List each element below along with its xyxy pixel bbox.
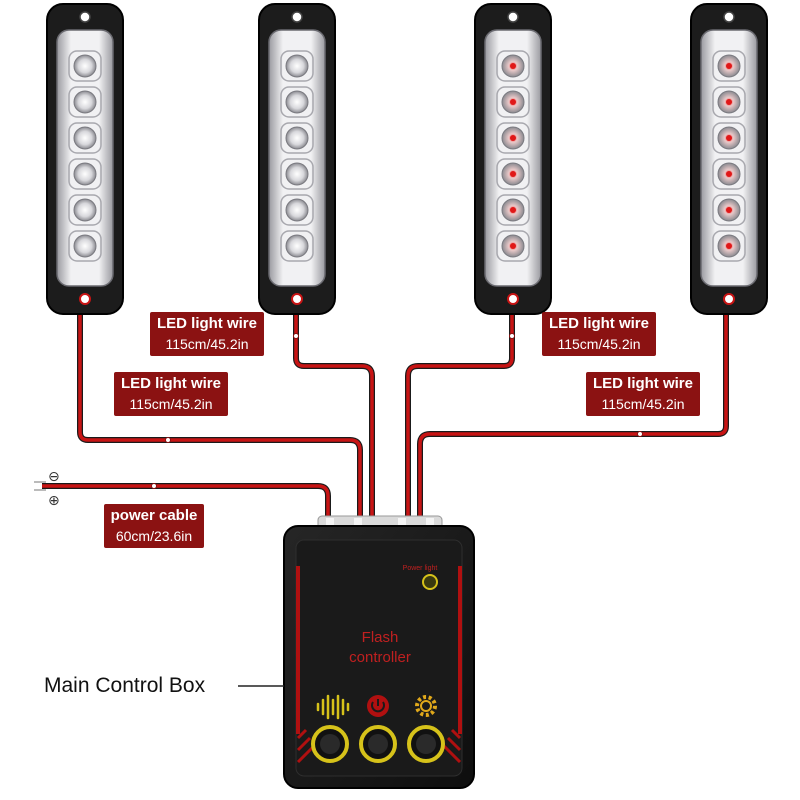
mounting-hole-icon — [507, 11, 519, 23]
controller-title-line1: Flash — [362, 629, 399, 646]
led-chip — [712, 50, 746, 82]
controller-title-line2: controller — [349, 649, 411, 666]
led-wire-label-4-length: 115cm/45.2in — [601, 396, 685, 412]
control-box: Power light Flash controller — [283, 515, 475, 789]
mode-button-left[interactable] — [311, 725, 349, 763]
led-chip — [496, 50, 530, 82]
power-cable-wire — [34, 481, 331, 522]
led-wire-label-4: LED light wire 115cm/45.2in — [586, 372, 700, 416]
led-wire-label-4-title: LED light wire — [592, 375, 693, 392]
led-chip — [712, 230, 746, 262]
mode-button-right[interactable] — [407, 725, 445, 763]
led-chip — [496, 194, 530, 226]
led-light-bar-4 — [690, 3, 768, 315]
led-chip — [68, 158, 102, 190]
led-chip — [280, 194, 314, 226]
led-chip — [280, 122, 314, 154]
led-chip — [280, 50, 314, 82]
led-chip — [280, 158, 314, 190]
negative-terminal-symbol: ⊖ — [48, 469, 60, 485]
power-button[interactable] — [359, 725, 397, 763]
power-cable-label-title: power cable — [110, 507, 198, 524]
led-chip — [496, 122, 530, 154]
led-light-bar-2 — [258, 3, 336, 315]
led-wire-label-2: LED light wire 115cm/45.2in — [150, 312, 264, 356]
mounting-hole-icon — [291, 11, 303, 23]
gear-icon — [415, 695, 437, 717]
mounting-hole-icon — [507, 293, 519, 305]
led-chip — [280, 86, 314, 118]
sound-wave-icon — [316, 694, 350, 720]
led-wire-label-1-length: 115cm/45.2in — [129, 396, 213, 412]
led-wire-2 — [293, 305, 375, 520]
led-chip — [68, 122, 102, 154]
led-wire-4 — [417, 305, 729, 520]
led-chip — [496, 86, 530, 118]
led-wire-label-3-title: LED light wire — [548, 315, 649, 332]
led-wire-label-2-title: LED light wire — [156, 315, 257, 332]
led-light-bar-1 — [46, 3, 124, 315]
led-wire-label-2-length: 115cm/45.2in — [165, 336, 249, 352]
led-chip — [712, 194, 746, 226]
led-chip — [68, 50, 102, 82]
power-cable-label-length: 60cm/23.6in — [115, 528, 193, 544]
power-icon — [367, 695, 389, 717]
power-light-label: Power light — [403, 565, 438, 572]
led-chip — [68, 194, 102, 226]
led-chip — [712, 122, 746, 154]
led-chip — [712, 86, 746, 118]
mounting-hole-icon — [723, 11, 735, 23]
led-wire-label-3-length: 115cm/45.2in — [557, 336, 641, 352]
positive-terminal-symbol: ⊕ — [48, 493, 60, 509]
led-chip — [496, 158, 530, 190]
main-control-box-label: Main Control Box — [44, 674, 206, 697]
led-wire-label-3: LED light wire 115cm/45.2in — [542, 312, 656, 356]
led-wire-label-1-title: LED light wire — [120, 375, 221, 392]
led-chip — [68, 86, 102, 118]
led-wire-1 — [77, 305, 363, 520]
led-light-bar-3 — [474, 3, 552, 315]
led-wire-3 — [405, 305, 515, 520]
power-light-indicator — [422, 574, 438, 590]
mounting-hole-icon — [291, 293, 303, 305]
power-cable-label: power cable 60cm/23.6in — [104, 504, 204, 548]
wires — [34, 305, 729, 522]
led-chip — [68, 230, 102, 262]
led-chip — [712, 158, 746, 190]
led-chip — [280, 230, 314, 262]
mounting-hole-icon — [79, 293, 91, 305]
led-chip — [496, 230, 530, 262]
mounting-hole-icon — [79, 11, 91, 23]
mounting-hole-icon — [723, 293, 735, 305]
led-lights — [46, 3, 768, 315]
led-wire-label-1: LED light wire 115cm/45.2in — [114, 372, 228, 416]
